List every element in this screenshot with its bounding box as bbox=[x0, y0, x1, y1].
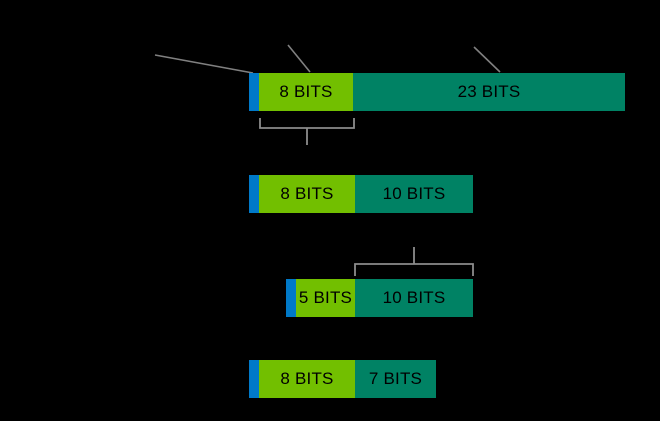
row4-segment-blue bbox=[249, 360, 259, 398]
bitfield-row-2: 8 BITS 10 BITS bbox=[249, 175, 473, 213]
bracket-row1-green bbox=[259, 118, 355, 145]
row4-segment-green: 8 BITS bbox=[259, 360, 355, 398]
bracket-row1-green-path bbox=[259, 118, 355, 129]
row2-segment-teal: 10 BITS bbox=[355, 175, 473, 213]
row4-segment-teal: 7 BITS bbox=[355, 360, 436, 398]
row2-segment-blue bbox=[249, 175, 259, 213]
leader-green-field-line bbox=[287, 44, 311, 73]
bracket-row3-teal bbox=[354, 247, 474, 276]
row1-segment-teal: 23 BITS bbox=[353, 73, 625, 111]
leader-teal-field-line bbox=[473, 46, 501, 73]
bitfield-row-1: 8 BITS 23 BITS bbox=[249, 73, 625, 111]
row3-segment-green: 5 BITS bbox=[296, 279, 355, 317]
row2-segment-green: 8 BITS bbox=[259, 175, 355, 213]
row1-segment-green: 8 BITS bbox=[259, 73, 353, 111]
bitfield-row-4: 8 BITS 7 BITS bbox=[249, 360, 436, 398]
leader-blue-field-line bbox=[154, 54, 254, 74]
row3-segment-blue bbox=[286, 279, 296, 317]
row3-segment-teal: 10 BITS bbox=[355, 279, 473, 317]
row1-segment-blue bbox=[249, 73, 259, 111]
bracket-row3-teal-path bbox=[354, 263, 474, 276]
bitfield-row-3: 5 BITS 10 BITS bbox=[286, 279, 473, 317]
